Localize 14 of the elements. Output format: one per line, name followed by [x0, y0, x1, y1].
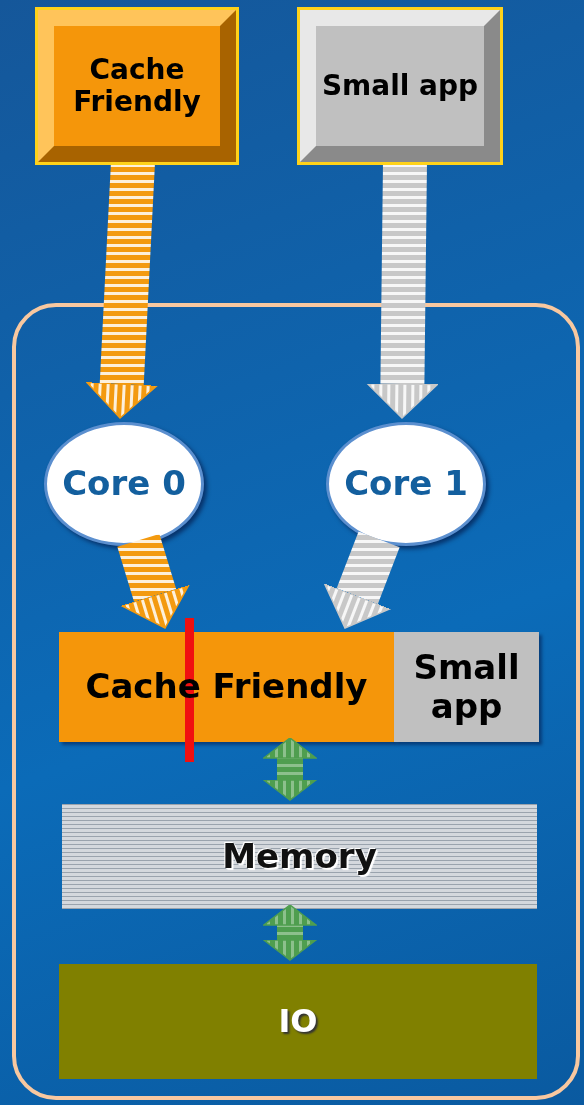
beveled-box — [38, 10, 236, 162]
node-label: Small app — [412, 647, 521, 727]
rounded-frame — [12, 303, 580, 1100]
node-label: Small app — [321, 69, 479, 103]
cache-block — [394, 632, 539, 742]
node-label: Core 1 — [344, 464, 468, 504]
node-label: Cache Friendly — [72, 53, 202, 119]
node-label: Core 0 — [62, 464, 186, 504]
io-block — [59, 964, 537, 1079]
node-label: IO — [278, 1003, 318, 1040]
node-label: Cache Friendly — [85, 667, 368, 707]
memory-block — [62, 804, 537, 909]
node-label: Memory — [222, 836, 377, 877]
beveled-box — [300, 10, 500, 162]
